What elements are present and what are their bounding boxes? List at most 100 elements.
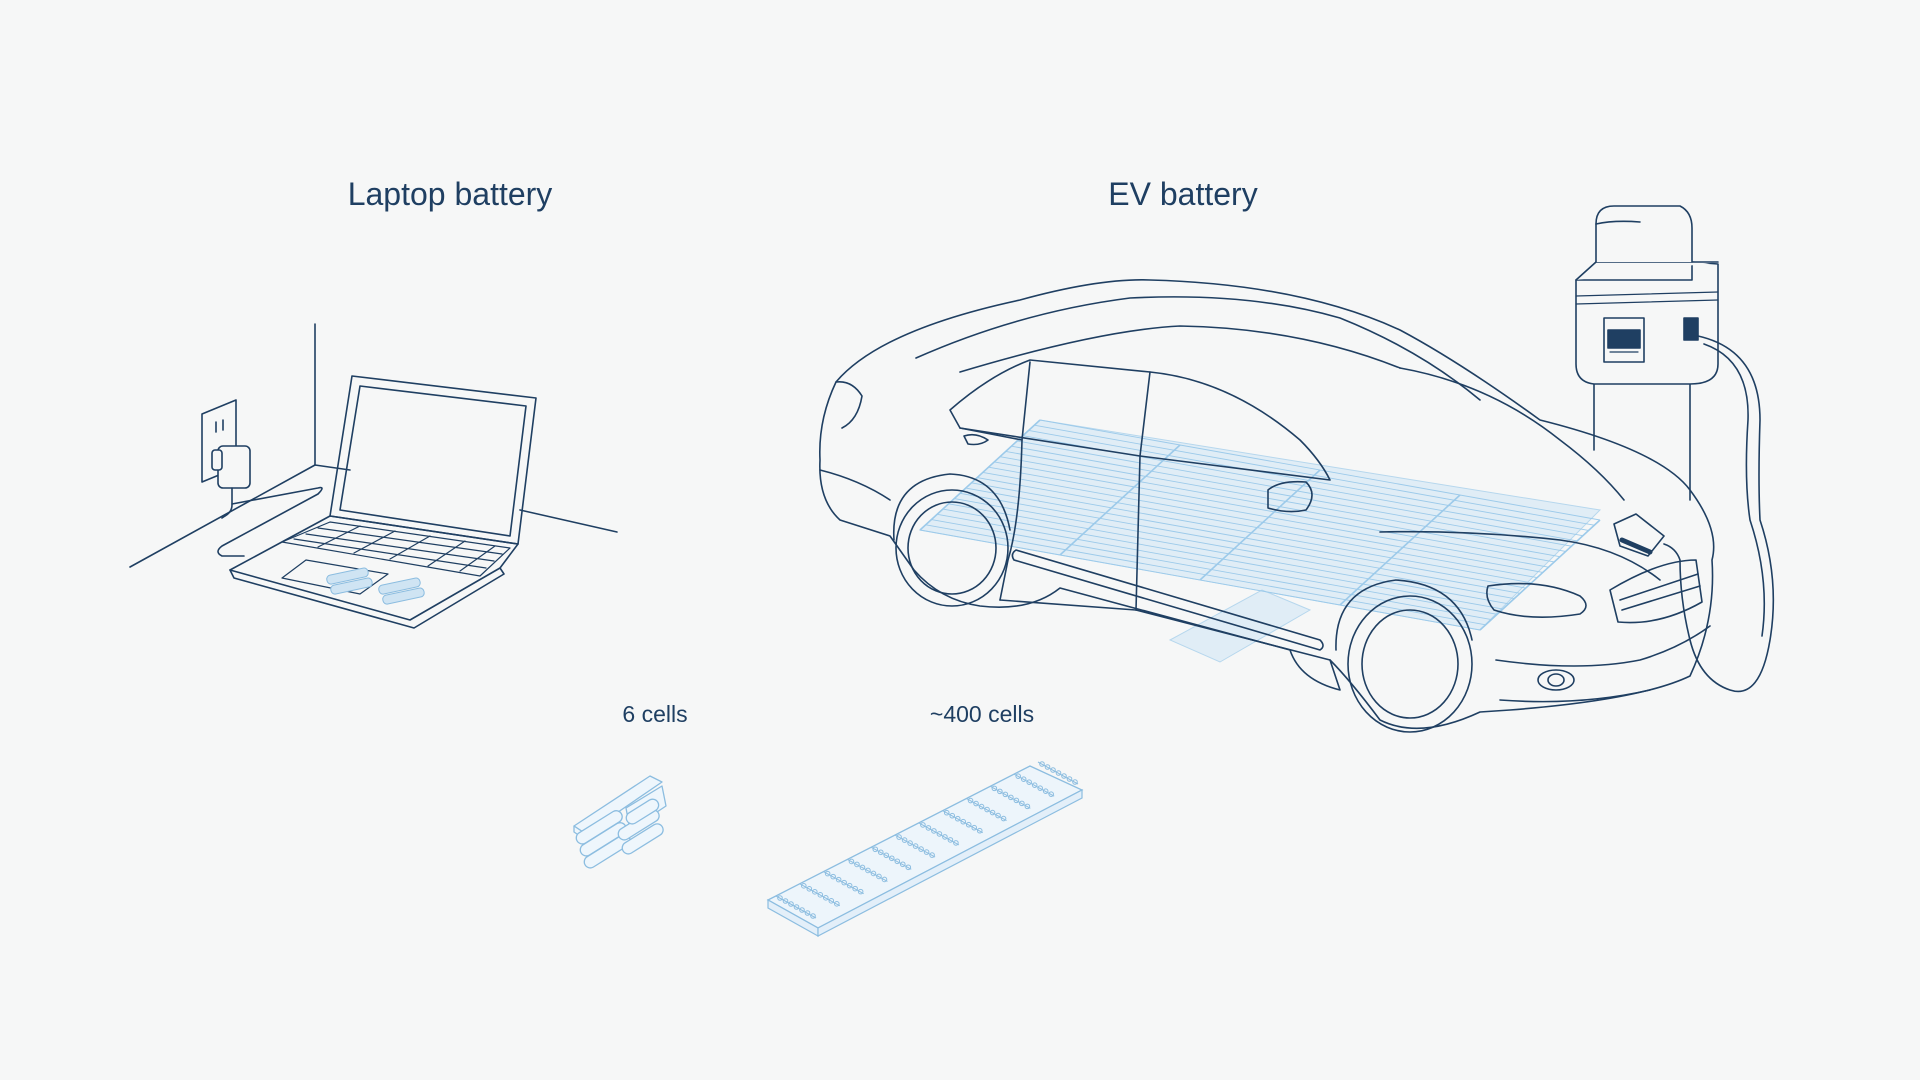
ev-cell <box>877 849 884 856</box>
ev-cell <box>848 858 855 865</box>
ev-cell <box>854 861 860 868</box>
ev-cell <box>1044 764 1051 770</box>
ev-cell <box>1024 803 1031 810</box>
ev-cell <box>835 876 842 883</box>
laptop-battery-pack <box>573 775 667 869</box>
ev-floor-module-divider <box>1059 444 1181 556</box>
ev-cell <box>806 886 813 892</box>
ev-cell <box>859 864 866 871</box>
ev-cell <box>920 822 926 828</box>
ev-cell <box>954 815 961 822</box>
ev-cell <box>967 797 974 804</box>
charging-station <box>1575 205 1775 693</box>
ev-cell <box>947 837 954 843</box>
ev-floor-module-divider <box>1339 494 1461 606</box>
ev-cell <box>788 901 794 907</box>
ev-cell <box>1019 800 1025 807</box>
ev-cell <box>823 895 829 901</box>
ev-cell <box>876 873 882 880</box>
ev-cell <box>965 821 972 828</box>
laptop-cell-count-label: 6 cells <box>622 701 688 727</box>
car-headlight-icon <box>1486 582 1587 618</box>
ev-cell <box>1015 773 1021 779</box>
ev-cell <box>812 889 818 895</box>
charger-plug-icon <box>1613 513 1665 557</box>
ev-cell <box>1008 794 1014 801</box>
ev-cell-rows <box>775 761 1079 919</box>
ev-cell <box>777 895 783 901</box>
ev-cell <box>943 809 950 816</box>
ev-cell <box>810 913 816 919</box>
ev-cell <box>1050 767 1056 773</box>
ev-cell <box>976 827 983 834</box>
car-front-wheel <box>1335 579 1473 733</box>
ev-cell <box>828 898 835 904</box>
ev-floor-module-divider <box>919 419 1041 531</box>
ev-cell <box>931 828 937 834</box>
ev-cell <box>901 837 908 843</box>
laptop-internal-cells <box>326 567 425 605</box>
ev-cell <box>995 812 1001 819</box>
ev-cell <box>978 803 985 810</box>
ev-cell <box>991 785 998 792</box>
ev-cell <box>841 879 847 886</box>
ev-cell <box>918 846 924 852</box>
laptop-screen <box>329 375 537 545</box>
car-grille <box>1609 559 1703 624</box>
ev-cell <box>1002 791 1009 798</box>
ev-cell <box>912 843 919 849</box>
ev-cell <box>971 824 978 831</box>
ev-cell <box>804 910 811 916</box>
ev-cell <box>1066 776 1073 782</box>
ev-cell <box>834 901 840 907</box>
ev-cell <box>984 806 990 813</box>
car-foglight-icon <box>1537 669 1575 691</box>
ev-cell <box>870 870 877 877</box>
car-windows <box>949 359 1331 481</box>
ev-cell <box>907 840 913 846</box>
ev-cell <box>923 849 930 855</box>
ev-cell <box>1048 791 1054 797</box>
laptop-battery-heading: Laptop battery <box>347 176 553 212</box>
ev-cell <box>799 907 805 913</box>
ev-cell <box>989 809 996 816</box>
ev-cell <box>830 873 836 880</box>
ev-cell <box>1020 776 1027 782</box>
laptop-cell <box>621 823 664 855</box>
ev-cell <box>1039 761 1045 767</box>
charger-cable <box>217 486 323 557</box>
car-body-outline <box>819 279 1715 730</box>
ev-cell <box>801 883 807 889</box>
ev-cell <box>824 870 831 877</box>
ev-cell <box>1055 770 1062 776</box>
ev-car <box>819 279 1715 733</box>
ev-cell <box>1061 773 1067 779</box>
ev-cell <box>1037 785 1043 791</box>
ev-cell <box>793 904 800 910</box>
ev-cell <box>865 867 871 874</box>
ev-cell <box>929 852 935 858</box>
room-corner <box>129 323 618 568</box>
laptop-keyboard <box>281 521 511 577</box>
ev-cell <box>942 834 948 840</box>
ev-cell <box>925 825 932 831</box>
ev-cell <box>1013 797 1020 804</box>
ev-cell <box>888 855 895 862</box>
ev-cell <box>894 858 901 865</box>
ev-cell <box>973 800 979 807</box>
ev-cell <box>936 831 943 837</box>
ev-cell <box>1000 815 1007 822</box>
ev-cell <box>949 812 956 819</box>
ev-cell <box>817 892 824 898</box>
ev-cell <box>872 846 879 853</box>
ev-battery-heading: EV battery <box>1108 176 1258 212</box>
ev-battery-pack <box>766 761 1084 938</box>
ev-cell <box>896 834 902 840</box>
car-rear-wheel <box>893 473 1011 607</box>
laptop-scene <box>129 323 618 629</box>
ev-cell <box>953 840 959 846</box>
charger-icon <box>211 445 251 519</box>
ev-cell <box>857 888 864 895</box>
ev-cell <box>905 864 912 871</box>
